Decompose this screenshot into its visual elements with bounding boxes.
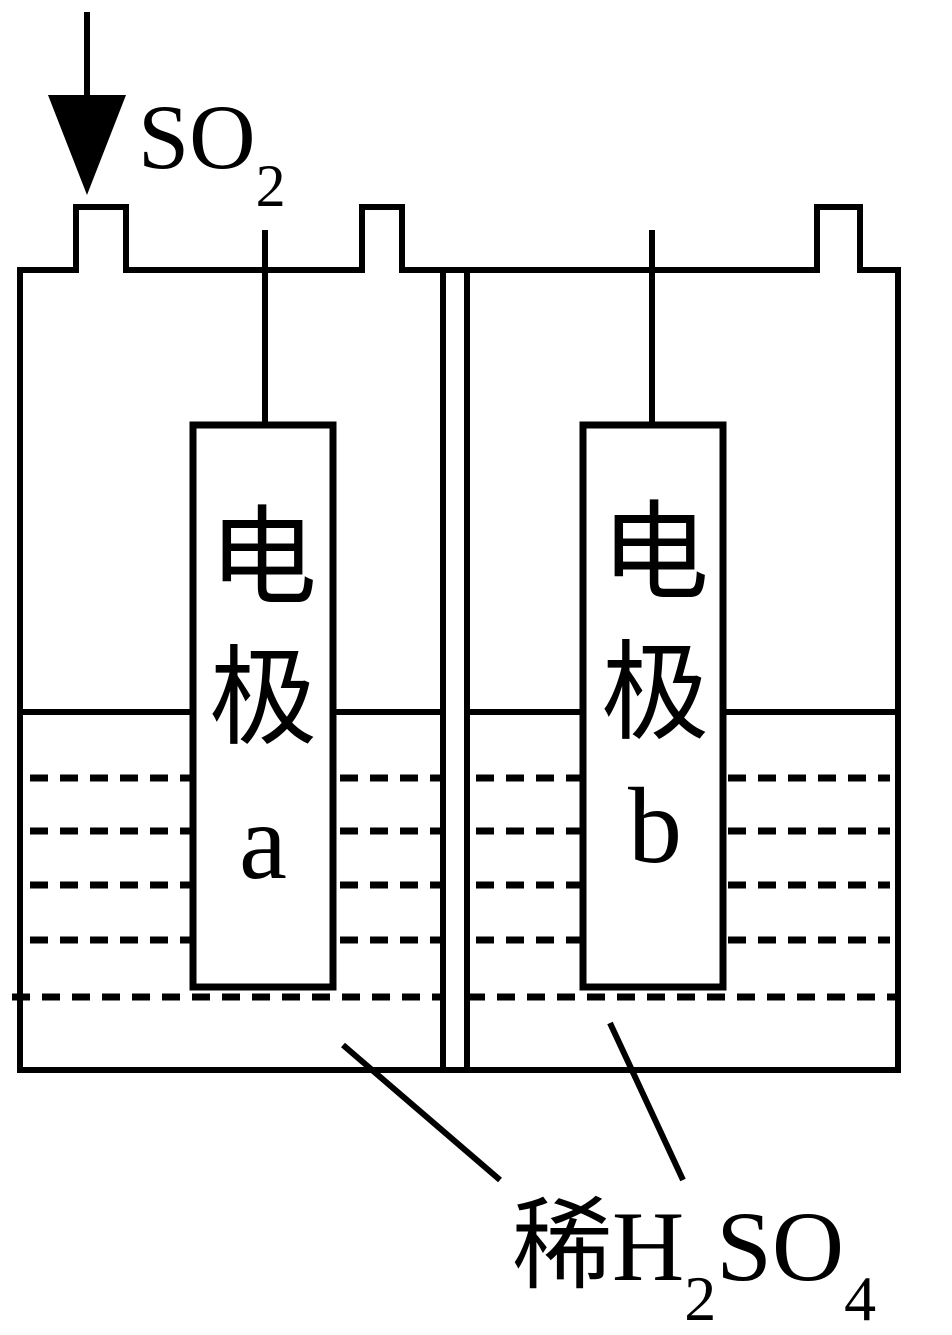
electrode-a-char1: 电 (209, 500, 317, 619)
electrode-b: 电 极 b (579, 230, 727, 991)
electrode-a-plate (189, 421, 337, 991)
electrolyte-prefix: 稀 (512, 1191, 612, 1302)
so2-formula-sub: 2 (256, 153, 286, 219)
electrolyte-so: SO (716, 1191, 844, 1302)
electrolyte-label: 稀H2SO4 (512, 1191, 876, 1334)
electrode-b-char2: 极 (601, 635, 709, 754)
so2-label: SO2 (138, 86, 286, 219)
electrolyte-so-sub: 4 (844, 1263, 876, 1334)
membrane-divider (440, 270, 470, 1070)
electrolyte-h-sub: 2 (684, 1263, 716, 1334)
cell-container-outline (17, 204, 901, 1073)
electrode-b-letter: b (628, 767, 682, 886)
electrolyte-leader-lines (341, 1021, 686, 1183)
so2-formula-main: SO (138, 86, 256, 188)
electrode-b-plate (579, 421, 727, 991)
electrode-b-char1: 电 (601, 495, 709, 614)
electrode-a-char2: 极 (209, 640, 317, 759)
electrode-a: 电 极 a (189, 230, 337, 991)
so2-inlet-arrow (48, 12, 126, 195)
electrolyte-h: H (612, 1191, 684, 1302)
electrode-a-letter: a (239, 783, 287, 902)
liquid-dashes (12, 774, 898, 1001)
